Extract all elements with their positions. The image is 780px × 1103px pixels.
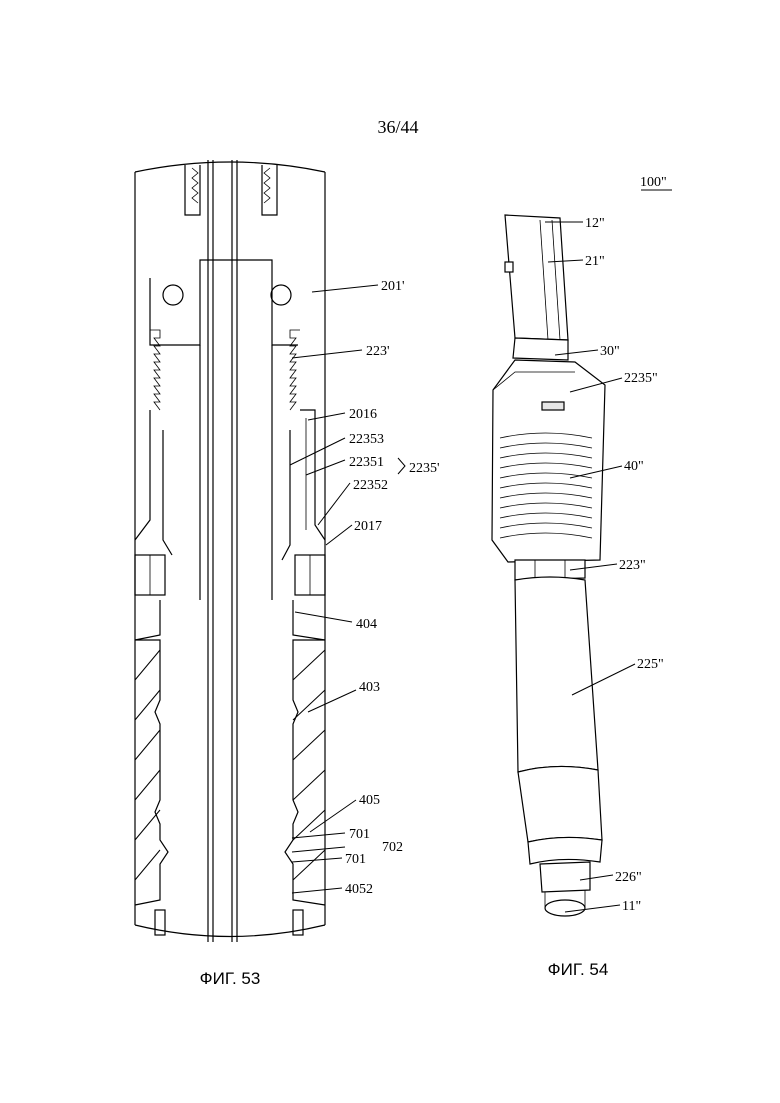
label-2016: 2016 — [349, 407, 377, 422]
figure-53-labels: 201' 223' 2016 22353 22351 2235' 22352 2… — [345, 279, 440, 897]
label-225-double-prime: 225" — [637, 657, 664, 672]
label-223-prime: 223' — [366, 344, 390, 359]
figure-54-drawing — [492, 215, 605, 916]
label-403: 403 — [359, 680, 380, 695]
figure-53-drawing — [135, 160, 325, 942]
page-number: 36/44 — [377, 117, 418, 137]
label-701-a: 701 — [349, 827, 370, 842]
label-404: 404 — [356, 617, 377, 632]
label-223-double-prime: 223" — [619, 558, 646, 573]
label-22352: 22352 — [353, 478, 388, 493]
label-2235-double-prime: 2235" — [624, 371, 658, 386]
figure-53-caption: ФИГ. 53 — [200, 969, 261, 988]
label-701-b: 701 — [345, 852, 366, 867]
label-22353: 22353 — [349, 432, 384, 447]
figure-53-leaders — [290, 285, 405, 893]
label-2017: 2017 — [354, 519, 382, 534]
label-226-double-prime: 226" — [615, 870, 642, 885]
figure-54-caption: ФИГ. 54 — [548, 960, 609, 979]
label-2235-prime: 2235' — [409, 461, 440, 476]
label-405: 405 — [359, 793, 380, 808]
label-4052: 4052 — [345, 882, 373, 897]
label-21-double-prime: 21" — [585, 254, 605, 269]
label-11-double-prime: 11" — [622, 899, 641, 914]
label-201-prime: 201' — [381, 279, 405, 294]
label-12-double-prime: 12" — [585, 216, 605, 231]
label-702: 702 — [382, 840, 403, 855]
label-40-double-prime: 40" — [624, 459, 644, 474]
label-100-double-prime: 100" — [640, 175, 667, 190]
label-30-double-prime: 30" — [600, 344, 620, 359]
label-22351: 22351 — [349, 455, 384, 470]
